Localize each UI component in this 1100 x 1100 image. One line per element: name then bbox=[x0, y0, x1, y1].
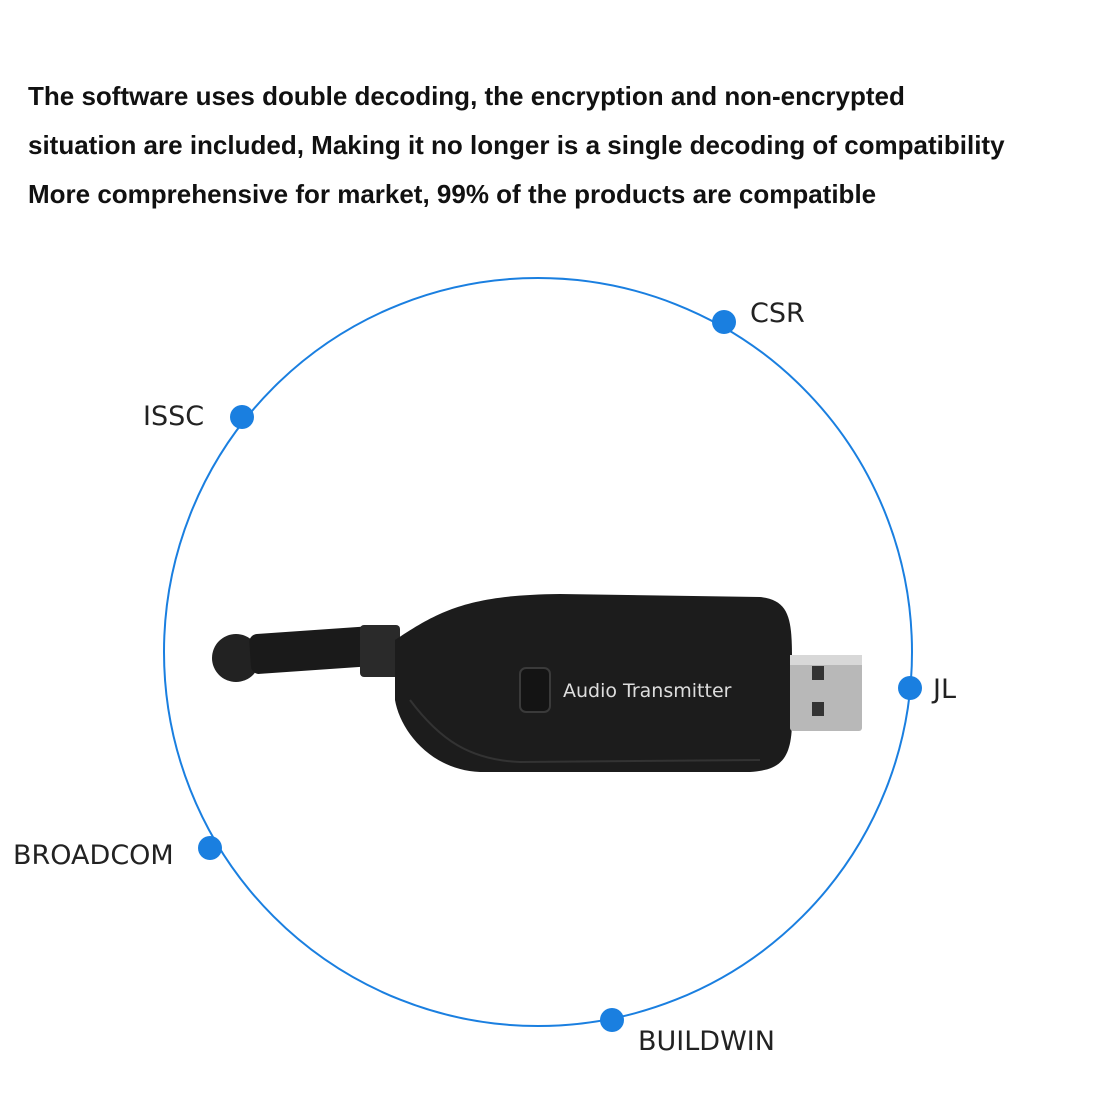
antenna-tip bbox=[212, 634, 260, 682]
usb-slot bbox=[812, 702, 824, 716]
device-body bbox=[395, 594, 792, 772]
chip-dot-csr bbox=[712, 310, 736, 334]
usb-slot bbox=[812, 666, 824, 680]
usb-connector-shade bbox=[790, 655, 862, 665]
headline-line: situation are included, Making it no lon… bbox=[28, 130, 1005, 160]
device-contour bbox=[409, 699, 761, 764]
chip-dot-broadcom bbox=[198, 836, 222, 860]
headline: The software uses double decoding, the e… bbox=[28, 72, 1005, 219]
chip-label-csr: CSR bbox=[750, 298, 805, 329]
headline-line: The software uses double decoding, the e… bbox=[28, 81, 905, 111]
chip-dot-buildwin bbox=[600, 1008, 624, 1032]
headline-line: More comprehensive for market, 99% of th… bbox=[28, 179, 877, 209]
antenna bbox=[249, 626, 381, 674]
compatibility-circle bbox=[163, 277, 913, 1027]
chip-label-issc: ISSC bbox=[143, 401, 205, 432]
usb-transmitter-device bbox=[212, 594, 862, 772]
antenna-joint bbox=[360, 625, 400, 677]
chip-label-broadcom: BROADCOM bbox=[13, 840, 174, 871]
usb-connector bbox=[790, 655, 862, 731]
chip-label-jl: JL bbox=[933, 674, 957, 705]
chip-dot-jl bbox=[898, 676, 922, 700]
power-button bbox=[519, 667, 551, 713]
chip-dot-issc bbox=[230, 405, 254, 429]
chip-label-buildwin: BUILDWIN bbox=[638, 1026, 775, 1057]
device-label: Audio Transmitter bbox=[563, 680, 732, 702]
